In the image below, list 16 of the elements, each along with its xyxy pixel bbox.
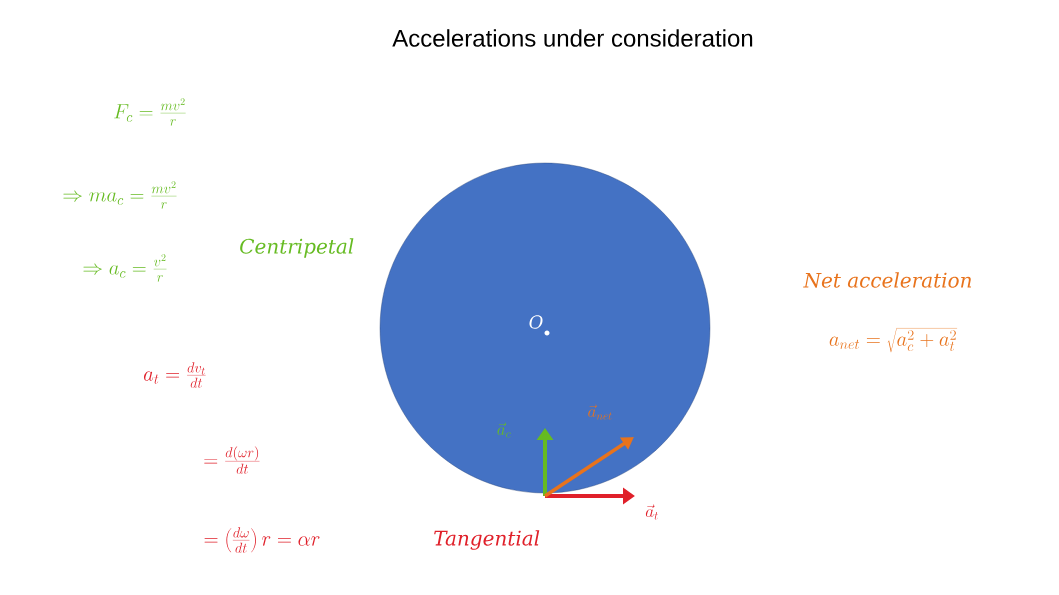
circle [379, 162, 711, 494]
handwritten-note: Net acceleration [803, 272, 972, 288]
handwritten-note: Centripetal [240, 238, 354, 258]
formula: $= \left(\frac{d\omega}{dt}\right) r = \alpha r$ [204, 527, 320, 553]
title: Accelerations under consideration [392, 29, 753, 47]
formula: $= \frac{d(\omega r)}{dt}$ [204, 446, 260, 474]
vector-label: $\vec{a}_t$ [645, 504, 658, 520]
formula: $\Rightarrow a_c = \frac{v^2}{r}$ [83, 254, 167, 282]
handwritten-note: Tangential [434, 530, 540, 550]
formula: $a_{net} = \sqrt{a_c^2 + a_t^2}$ [829, 328, 958, 353]
formula: $a_t = \frac{dv_t}{dt}$ [144, 362, 206, 388]
vector-label: $\vec{a}_{net}$ [588, 404, 612, 420]
formula: $F_c = \frac{mv^2}{r}$ [114, 98, 186, 126]
point-label: O [529, 315, 543, 329]
vector-label: $\vec{a}_c$ [497, 422, 511, 438]
formula: $\Rightarrow ma_c = \frac{mv^2}{r}$ [63, 181, 177, 209]
